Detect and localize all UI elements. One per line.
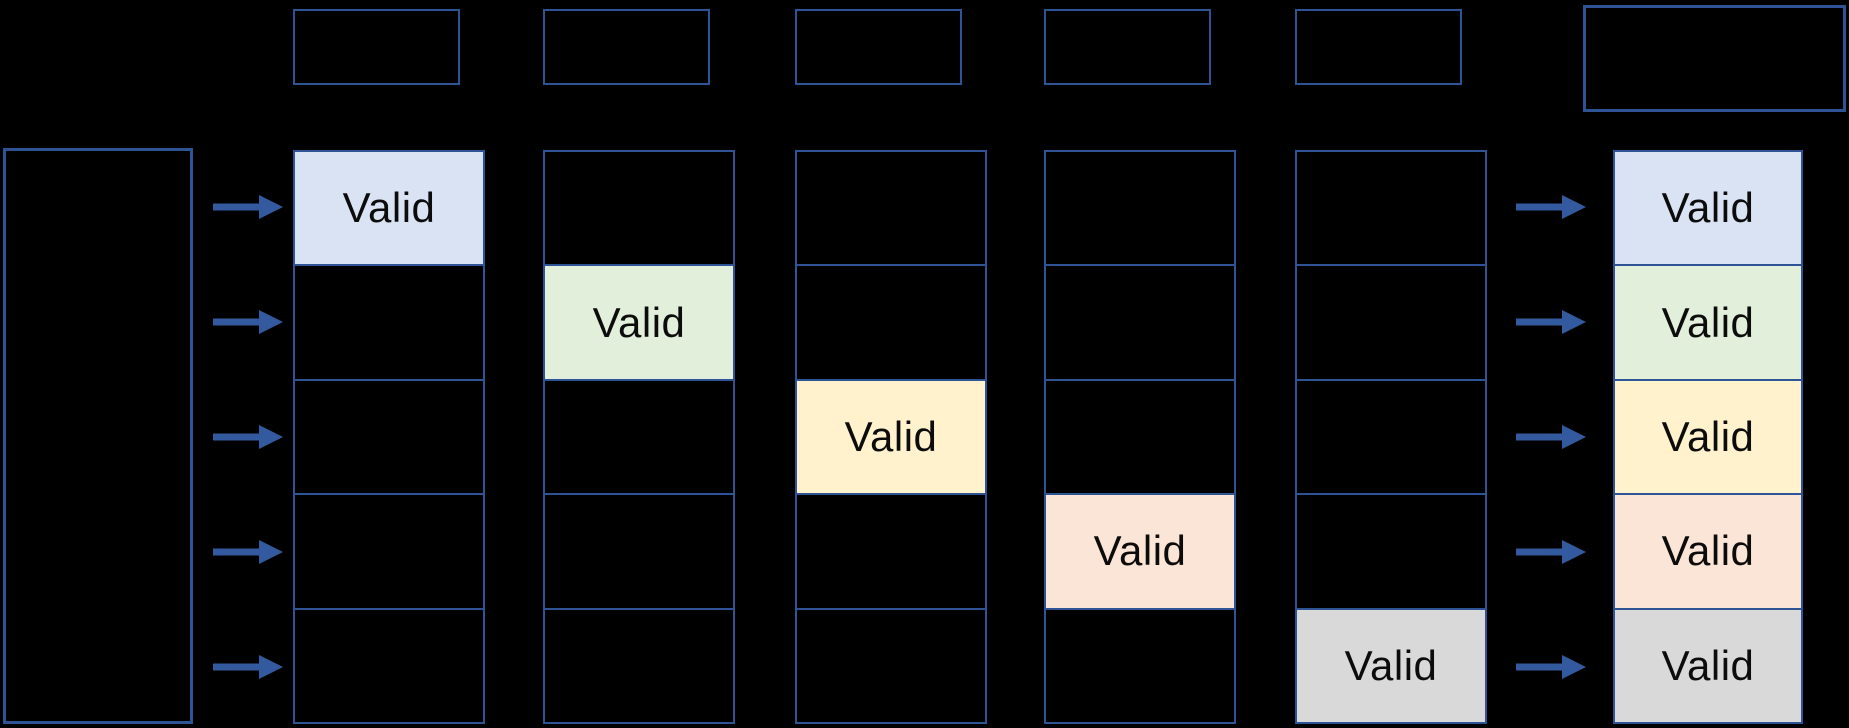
- arrow-right-icon: [1516, 194, 1586, 220]
- valid-cell: Valid: [1046, 495, 1234, 610]
- empty-cell: [295, 381, 483, 496]
- empty-cell: [295, 495, 483, 610]
- empty-cell: [1297, 266, 1485, 381]
- stage-column-1: Valid: [293, 150, 485, 724]
- empty-cell: [1297, 381, 1485, 496]
- top-box-3: [795, 9, 962, 85]
- result-column: Valid Valid Valid Valid Valid: [1613, 150, 1803, 724]
- empty-cell: [1297, 152, 1485, 267]
- top-box-4: [1044, 9, 1211, 85]
- arrow-right-icon: [1516, 309, 1586, 335]
- top-box-5: [1295, 9, 1462, 85]
- stage-column-4: Valid: [1044, 150, 1236, 724]
- result-valid-cell: Valid: [1615, 495, 1801, 610]
- empty-cell: [797, 152, 985, 267]
- result-valid-cell: Valid: [1615, 152, 1801, 267]
- arrow-right-icon: [213, 654, 283, 680]
- empty-cell: [797, 495, 985, 610]
- stage-column-2: Valid: [543, 150, 735, 724]
- valid-cell: Valid: [797, 380, 985, 496]
- empty-cell: [1046, 381, 1234, 496]
- arrow-right-icon: [1516, 654, 1586, 680]
- result-valid-cell: Valid: [1615, 380, 1801, 496]
- arrow-right-icon: [213, 309, 283, 335]
- arrow-right-icon: [1516, 424, 1586, 450]
- empty-cell: [1297, 495, 1485, 610]
- top-box-1: [293, 9, 460, 85]
- empty-cell: [545, 152, 733, 267]
- empty-cell: [295, 610, 483, 722]
- valid-cell: Valid: [1297, 609, 1485, 723]
- result-valid-cell: Valid: [1615, 609, 1801, 723]
- stage-column-5: Valid: [1295, 150, 1487, 724]
- empty-cell: [545, 381, 733, 496]
- arrow-right-icon: [213, 424, 283, 450]
- top-box-large: [1583, 5, 1846, 112]
- arrow-right-icon: [1516, 539, 1586, 565]
- empty-cell: [545, 495, 733, 610]
- stage-column-3: Valid: [795, 150, 987, 724]
- result-valid-cell: Valid: [1615, 266, 1801, 381]
- empty-cell: [1046, 610, 1234, 722]
- empty-cell: [545, 610, 733, 722]
- arrow-right-icon: [213, 194, 283, 220]
- valid-cell: Valid: [295, 152, 483, 267]
- empty-cell: [295, 266, 483, 381]
- top-box-2: [543, 9, 710, 85]
- left-source-box: [3, 148, 193, 724]
- valid-cell: Valid: [545, 266, 733, 381]
- arrow-right-icon: [213, 539, 283, 565]
- empty-cell: [1046, 152, 1234, 267]
- empty-cell: [797, 610, 985, 722]
- empty-cell: [797, 266, 985, 381]
- empty-cell: [1046, 266, 1234, 381]
